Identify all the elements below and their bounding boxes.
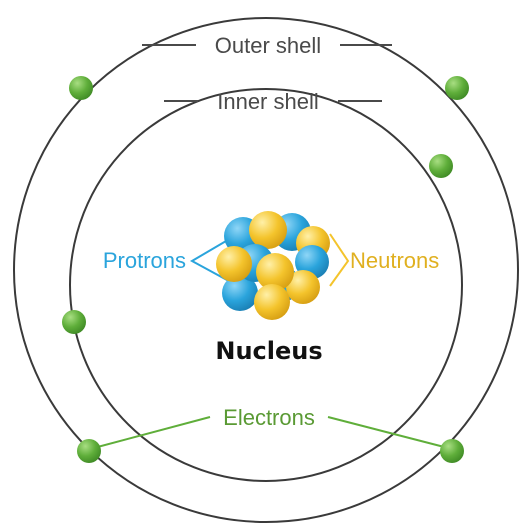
nucleus-label: Nucleus [215, 337, 322, 365]
inner-shell-label: Inner shell [217, 89, 319, 114]
electron [77, 439, 101, 463]
neutron [254, 284, 290, 320]
proton [222, 275, 258, 311]
electron [445, 76, 469, 100]
electron [69, 76, 93, 100]
electron [440, 439, 464, 463]
electrons-leader-line-right [327, 416, 453, 450]
outer-shell-label: Outer shell [215, 33, 321, 58]
electrons-leader-line-left [89, 416, 211, 450]
electron [62, 310, 86, 334]
inner-shell [69, 88, 463, 482]
outer-shell [13, 17, 519, 523]
protons-label: Protrons [103, 248, 186, 273]
neutrons-callout: Neutrons [329, 233, 439, 287]
neutron [256, 253, 294, 291]
electron [429, 154, 453, 178]
neutrons-label: Neutrons [350, 248, 439, 273]
neutron [249, 211, 287, 249]
electrons-label: Electrons [223, 405, 315, 430]
neutron [286, 270, 320, 304]
neutron [216, 246, 252, 282]
inner-shell-callout: Inner shell [164, 89, 382, 114]
outer-shell-callout: Outer shell [142, 33, 392, 58]
electrons-callout: Electrons [89, 405, 453, 450]
neutrons-bracket [329, 233, 350, 287]
nucleus [216, 211, 330, 320]
